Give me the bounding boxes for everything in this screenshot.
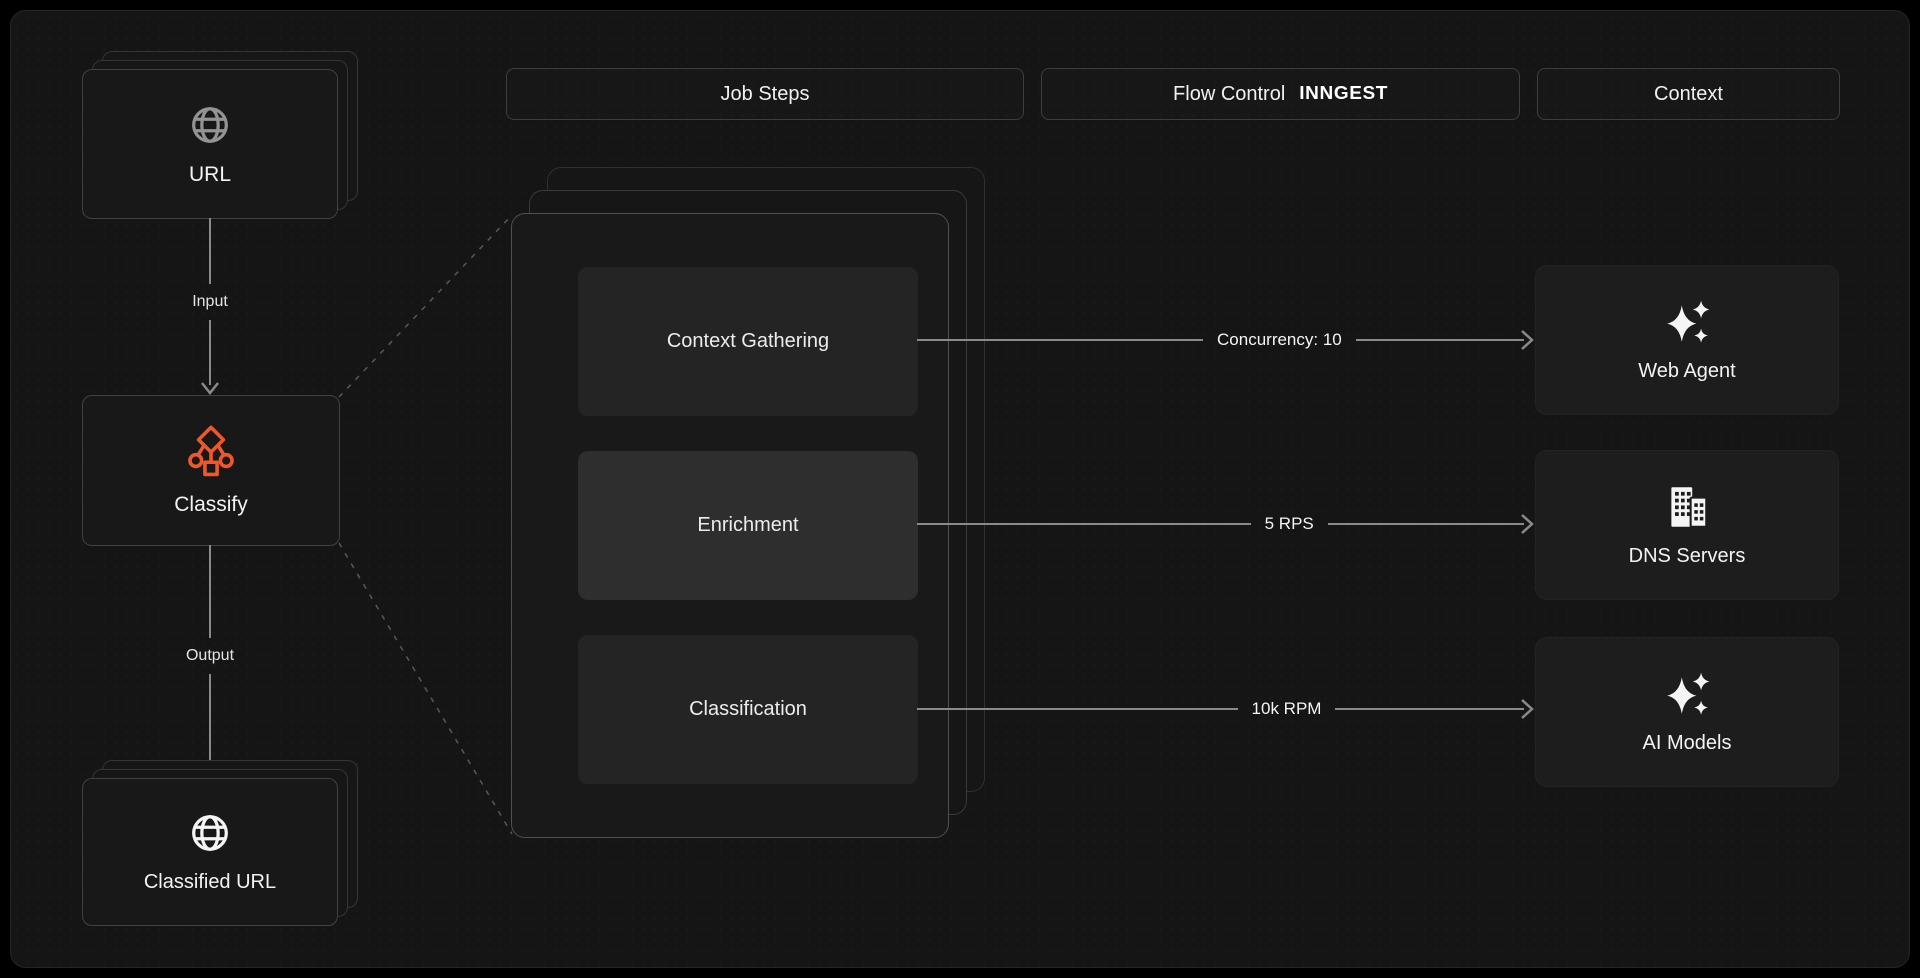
connector-line — [917, 338, 1204, 342]
connection-rpm: 10k RPM — [917, 685, 1534, 733]
arrow-right-icon — [1521, 330, 1534, 350]
inngest-logo: INNGEST — [1299, 83, 1388, 104]
header-job-steps: Job Steps — [506, 68, 1024, 120]
arrow-right-icon — [1521, 699, 1534, 719]
globe-icon — [192, 815, 228, 851]
arrow-right-icon — [1521, 514, 1534, 534]
card-label: Classify — [174, 493, 248, 516]
ai-models-card: AI Models — [1535, 637, 1839, 787]
flow-control-label: Concurrency: 10 — [1217, 330, 1342, 349]
url-card: URL — [82, 69, 338, 219]
step-label: Enrichment — [697, 514, 799, 536]
header-label: Job Steps — [720, 82, 810, 105]
connector-line — [208, 545, 212, 638]
step-classification: Classification — [578, 635, 918, 784]
connector-line — [1355, 338, 1524, 342]
step-label: Classification — [689, 698, 807, 720]
step-context-gathering: Context Gathering — [578, 267, 918, 416]
connection-rps: 5 RPS — [917, 500, 1534, 548]
dns-servers-card: DNS Servers — [1535, 450, 1839, 600]
classify-branch-icon — [188, 425, 234, 477]
classified-url-card: Classified URL — [82, 778, 338, 926]
sparkles-icon — [1667, 300, 1710, 343]
connector-line — [917, 707, 1238, 711]
flow-control-label: 10k RPM — [1251, 699, 1322, 718]
connector-label: Input — [192, 292, 228, 310]
card-label: DNS Servers — [1628, 545, 1746, 567]
header-label: Flow Control — [1173, 82, 1286, 105]
connector-label: Output — [185, 646, 235, 664]
output-connector: Output — [180, 545, 240, 776]
connector-line — [1327, 522, 1524, 526]
step-enrichment: Enrichment — [578, 451, 918, 600]
connector-line — [208, 218, 212, 284]
card-label: AI Models — [1642, 732, 1732, 754]
card-label: Web Agent — [1638, 360, 1736, 382]
job-steps-panel: Context Gathering Enrichment Classificat… — [511, 213, 949, 838]
header-label: Context — [1654, 82, 1723, 105]
sparkles-icon — [1667, 672, 1710, 715]
globe-icon — [192, 106, 228, 143]
header-context: Context — [1537, 68, 1840, 120]
step-label: Context Gathering — [666, 330, 830, 352]
arrow-down-icon — [201, 382, 219, 395]
classify-card: Classify — [82, 395, 340, 546]
card-label: URL — [188, 162, 231, 186]
buildings-icon — [1671, 487, 1708, 528]
header-flow-control: Flow Control INNGEST — [1041, 68, 1520, 120]
connection-concurrency: Concurrency: 10 — [917, 316, 1534, 364]
web-agent-card: Web Agent — [1535, 265, 1839, 415]
input-connector: Input — [180, 218, 240, 395]
connector-line — [208, 673, 212, 766]
connector-line — [208, 319, 212, 385]
connector-line — [917, 522, 1251, 526]
card-label: Classified URL — [143, 871, 277, 893]
flow-control-label: 5 RPS — [1264, 514, 1314, 533]
connector-line — [1335, 707, 1524, 711]
